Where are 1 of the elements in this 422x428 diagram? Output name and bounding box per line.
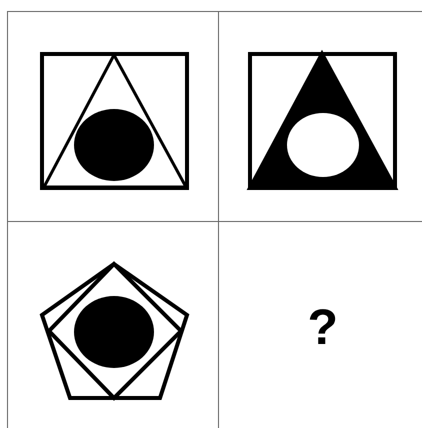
question-mark: ? — [308, 302, 338, 352]
